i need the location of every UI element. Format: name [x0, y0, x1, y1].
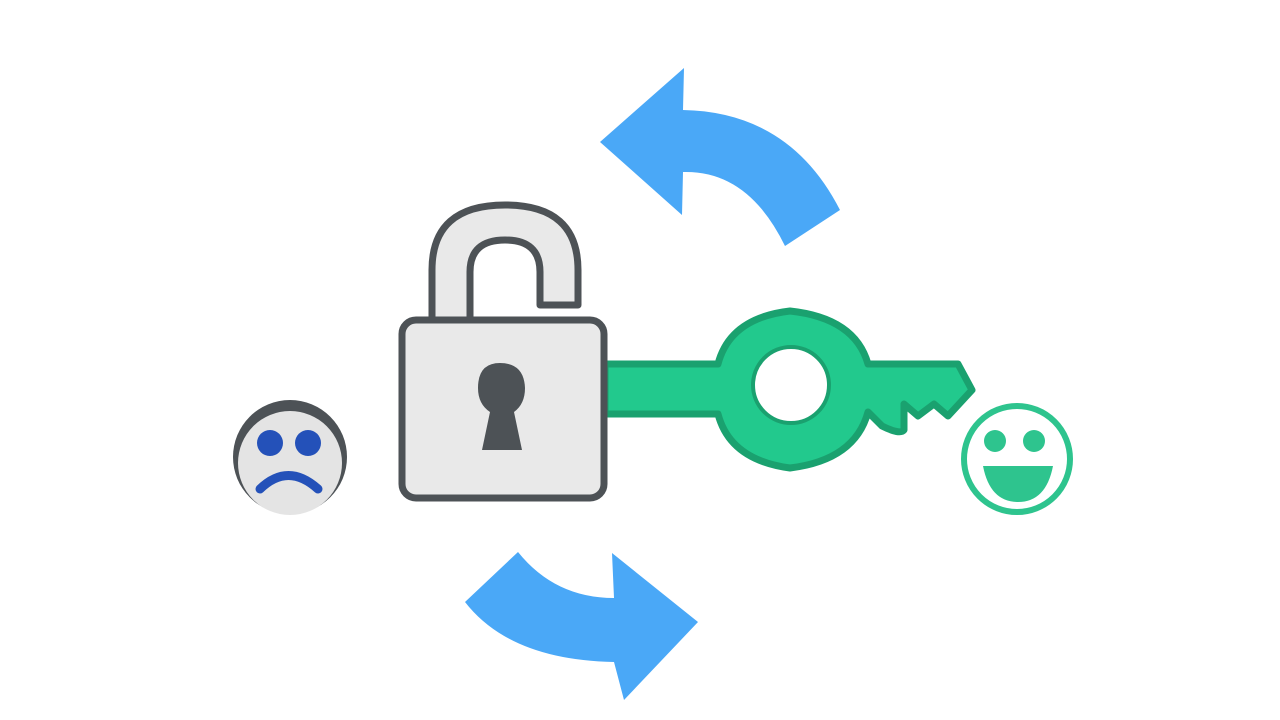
keyhole-icon [478, 363, 525, 450]
key-ring-hole [751, 345, 831, 425]
key-icon [601, 307, 976, 472]
curved-arrow-right-icon [465, 552, 698, 700]
padlock-icon [398, 201, 608, 502]
padlock-shackle [428, 201, 582, 329]
sad-face-icon [233, 400, 347, 515]
curved-arrow-left-icon [600, 68, 840, 246]
happy-face-icon [961, 403, 1073, 515]
